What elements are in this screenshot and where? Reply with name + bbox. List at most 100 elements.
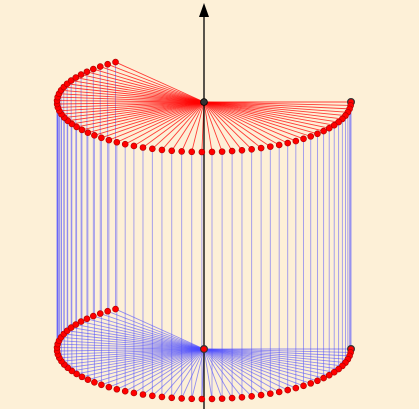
bottom-rim-point: [78, 373, 86, 381]
bottom-ray: [203, 348, 346, 364]
bottom-rim-point: [73, 370, 80, 378]
top-ray: [203, 101, 271, 147]
top-ray: [124, 101, 205, 145]
top-rim-point: [257, 144, 265, 152]
bottom-ray: [71, 348, 205, 372]
top-ray: [71, 101, 205, 125]
bottom-rays-group: [57, 308, 351, 400]
bottom-ray: [94, 348, 205, 383]
bottom-ray: [57, 347, 205, 350]
top-rim-point: [105, 136, 113, 144]
bottom-ray: [93, 315, 205, 350]
top-ray: [57, 100, 205, 103]
top-ray: [171, 101, 205, 152]
top-rays-group: [57, 61, 351, 153]
bottom-rim-point: [112, 305, 119, 313]
bottom-ray: [203, 348, 351, 353]
top-ray: [80, 74, 205, 103]
axis-arrowhead: [199, 3, 209, 17]
top-ray: [203, 101, 213, 152]
bottom-ray: [191, 348, 205, 399]
bottom-ray: [203, 348, 252, 397]
bottom-ray: [63, 333, 205, 350]
top-ray: [64, 101, 205, 118]
top-rim-point: [149, 145, 156, 153]
top-rim-point: [112, 58, 119, 66]
bottom-rim-point: [121, 387, 129, 395]
bottom-rim-point: [248, 392, 255, 400]
bottom-ray: [86, 318, 205, 350]
bottom-ray: [203, 348, 262, 396]
bottom-ray: [108, 348, 205, 388]
bottom-ray: [203, 348, 330, 376]
bottom-ray: [71, 327, 205, 350]
top-ray: [191, 101, 205, 152]
bottom-rim-point: [320, 374, 327, 382]
bottom-ray: [61, 348, 205, 362]
top-rim-point: [96, 63, 104, 70]
bottom-rim-point: [113, 385, 121, 393]
top-ray: [203, 101, 223, 152]
bottom-ray: [67, 330, 205, 350]
top-ray: [93, 68, 205, 103]
bottom-rim-point: [198, 395, 206, 403]
top-ray: [161, 101, 205, 151]
top-ray: [203, 101, 339, 123]
top-ray: [203, 101, 288, 144]
top-ray: [108, 101, 205, 141]
bottom-rim-point: [325, 371, 333, 379]
top-rim-point: [139, 144, 147, 151]
bottom-rim-point: [158, 393, 166, 401]
bottom-rim-point: [208, 395, 216, 403]
top-ray: [116, 101, 205, 143]
top-ray: [203, 101, 335, 126]
top-rim-point: [275, 141, 283, 149]
top-ray: [203, 101, 318, 135]
bottom-ray: [133, 348, 205, 394]
top-rim-point: [284, 139, 292, 147]
top-ray: [203, 101, 311, 137]
bottom-ray: [203, 348, 311, 384]
bottom-rim-point: [178, 395, 185, 402]
bottom-ray: [59, 348, 205, 359]
top-ray: [203, 101, 252, 150]
top-ray: [61, 101, 205, 115]
top-rim-point: [208, 148, 216, 156]
top-ray: [203, 101, 346, 117]
top-ray: [101, 101, 205, 139]
bottom-ray: [101, 348, 205, 386]
top-rim-point: [67, 77, 75, 84]
top-rim-point: [113, 138, 121, 146]
bottom-rim-point: [84, 376, 92, 383]
bottom-ray: [203, 348, 233, 399]
bottom-ray: [203, 348, 288, 391]
top-rim-point: [90, 65, 97, 73]
top-ray: [203, 101, 233, 152]
top-ray: [203, 101, 330, 129]
bottom-ray: [116, 348, 205, 390]
bottom-ray: [161, 348, 205, 398]
bottom-rim-point: [257, 391, 265, 399]
top-ray: [203, 101, 280, 146]
top-ray: [94, 101, 205, 136]
top-rim-point: [130, 142, 138, 150]
top-ray: [61, 89, 205, 103]
top-ray: [67, 83, 205, 103]
top-ray: [59, 93, 205, 103]
bottom-ray: [124, 348, 205, 392]
bottom-rim-point: [77, 318, 85, 325]
top-ray: [203, 101, 348, 113]
top-ray: [86, 71, 205, 103]
top-rim-point: [77, 71, 85, 78]
bottom-ray: [203, 348, 343, 367]
top-ray: [100, 66, 205, 103]
top-ray: [133, 101, 205, 147]
bottom-ray: [115, 308, 205, 350]
bottom-rim-point: [130, 389, 138, 397]
top-ray: [181, 101, 205, 152]
top-rim-point: [104, 60, 111, 68]
top-ray: [203, 101, 262, 149]
top-rim-point: [335, 118, 342, 126]
bottom-ray: [81, 348, 205, 378]
